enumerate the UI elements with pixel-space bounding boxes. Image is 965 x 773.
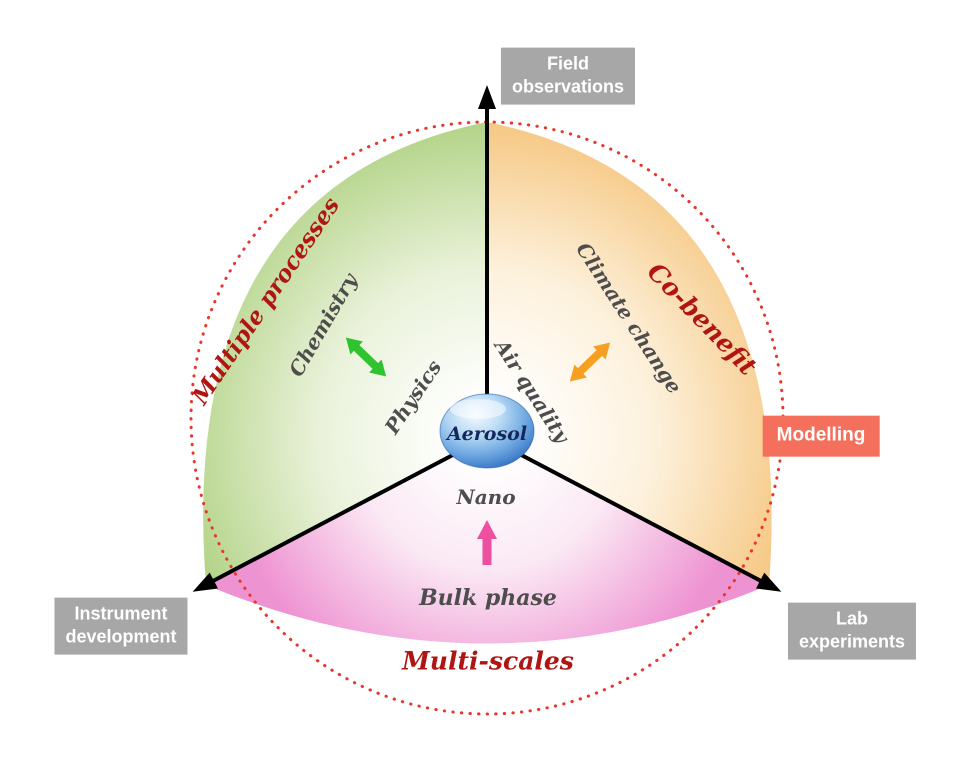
instrument-development-line2: development	[65, 627, 177, 647]
sphere-gloss-highlight	[450, 399, 506, 419]
orange-double-arrow-icon	[569, 342, 611, 382]
field-observations-line2: observations	[511, 77, 625, 97]
field-observations-line1: Field	[546, 53, 590, 74]
bulk-phase-label: Bulk phase	[419, 585, 557, 611]
aerosol-sphere	[439, 393, 535, 469]
axis-instrument-development	[192, 435, 488, 592]
axes	[192, 85, 782, 592]
green-double-arrow-icon	[345, 337, 387, 377]
multi-scales-label: Multi-scales	[402, 646, 574, 676]
petal-multiple-processes	[203, 122, 487, 585]
field-observations-label: Field observations	[500, 47, 636, 105]
axis-lab-experiments	[486, 435, 782, 592]
lab-experiments-line2: experiments	[798, 632, 906, 652]
pink-up-arrow-icon	[477, 520, 497, 565]
lab-experiments-line1: Lab	[835, 608, 868, 629]
instrument-development-label: Instrument development	[54, 597, 188, 655]
nano-label: Nano	[456, 485, 516, 509]
lab-experiments-label: Lab experiments	[787, 602, 917, 660]
instrument-development-line1: Instrument	[74, 603, 168, 624]
petal-co-benefit	[487, 122, 772, 585]
aerosol-center-label: Aerosol	[446, 423, 528, 445]
modelling-label: Modelling	[762, 415, 880, 457]
